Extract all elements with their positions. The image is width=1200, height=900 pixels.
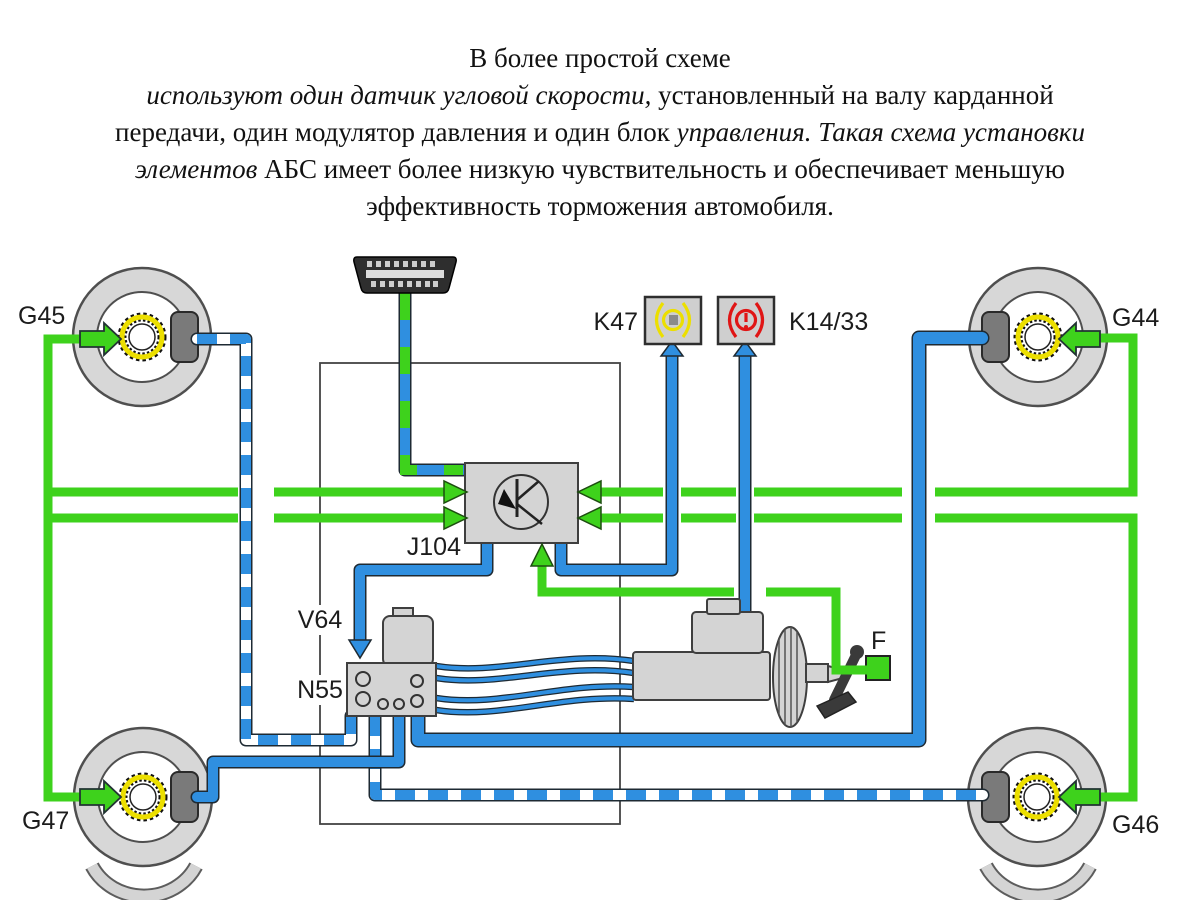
master-cylinder [632,598,771,701]
fluid-reservoir [691,611,764,654]
arrow-right-icon [443,505,469,531]
speed-sensor-rear-left [79,778,123,816]
brake-lamp-icon [727,302,765,338]
wire-reservoir-to-brake-lamp [732,339,758,619]
arrow-up-icon [659,339,685,357]
sensor-wire-right-side [576,333,1138,802]
vacuum-booster [772,626,844,728]
label-front-right-sensor: G44 [1112,304,1159,332]
caption-text: В более простой схеме используют один да… [40,40,1160,225]
wheel-rear-left [72,726,214,900]
wheel-front-left [71,266,213,408]
arrow-up-icon [529,542,555,567]
diagnostic-wire [398,286,470,477]
brake-line-front-right [410,330,990,748]
label-rear-left-sensor: G47 [22,807,69,835]
brake-line-rear-left [190,709,406,804]
master-cylinder-pipes [435,655,635,716]
arrow-right-icon [443,479,469,505]
speed-sensor-rear-right [1057,778,1101,816]
brake-line-rear-right [368,709,990,802]
diagnostic-connector [353,256,457,294]
sensor-wire-left-side [43,334,469,802]
label-brake-warning-lamp: K14/33 [789,308,868,336]
abs-warning-lamp [643,295,703,346]
caption-line-5: эффективность торможения автомобиля. [366,191,834,221]
label-hydraulic-modulator: N55 [297,676,343,704]
reservoir-cap [706,598,741,615]
abs-lamp-icon [654,302,692,338]
speed-sensor-front-right [1057,320,1101,358]
caption-line-4: элементов АБС имеет более низкую чувстви… [135,154,1065,184]
arrow-left-icon [576,479,602,505]
caption-line-3: передачи, один модулятор давления и один… [115,117,1085,147]
arrow-up-icon [732,339,758,357]
hydraulic-modulator [346,607,437,717]
label-front-left-sensor: G45 [18,302,65,330]
arrow-down-icon [347,639,373,660]
wheel-front-right [967,266,1109,408]
abs-control-unit [464,462,579,544]
wire-control-to-abs-lamp [554,339,685,577]
label-brake-light-switch: F [871,627,886,655]
brake-switch-wire [529,542,868,675]
brake-warning-lamp [716,295,776,346]
arrow-left-icon [576,505,602,531]
wheel-rear-right [966,726,1108,900]
brake-pedal [815,645,864,719]
wire-control-to-pump [347,536,494,660]
caption-line-2: используют один датчик угловой скорости,… [146,80,1054,110]
label-return-pump: V64 [298,606,343,634]
label-control-unit: J104 [407,533,461,561]
brake-line-front-left [190,332,358,747]
label-abs-warning-lamp: K47 [594,308,638,336]
caption-line-1: В более простой схеме [469,43,731,73]
speed-sensor-front-left [79,320,123,358]
label-rear-right-sensor: G46 [1112,811,1159,839]
brake-light-switch [865,655,891,681]
